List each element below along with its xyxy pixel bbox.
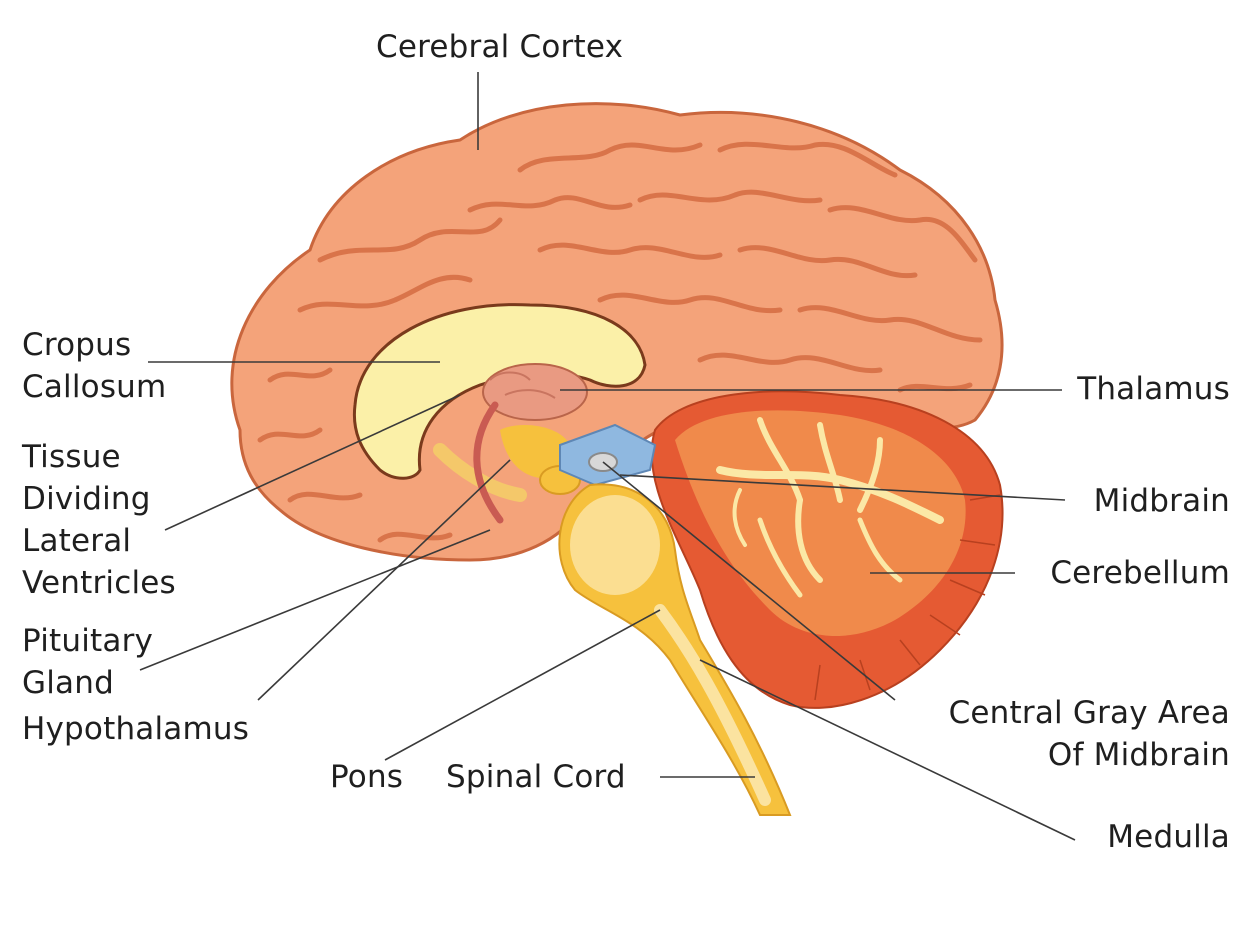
leader-pituitary: [139, 529, 491, 671]
label-pons: Pons: [330, 756, 403, 798]
brainstem-shape: [558, 483, 792, 816]
label-cerebral-cortex-text: Cerebral Cortex: [376, 29, 624, 65]
label-hypothalamus-text: Hypothalamus: [22, 711, 250, 747]
label-corpus-callosum: Cropus Callosum: [22, 324, 166, 408]
midbrain-shape: [559, 423, 657, 487]
label-line: Of Midbrain: [1047, 737, 1230, 773]
label-line: Lateral: [22, 523, 132, 559]
label-central-gray-area: Central Gray Area Of Midbrain: [949, 692, 1230, 776]
label-line: Pituitary: [22, 623, 154, 659]
label-line: Dividing: [22, 481, 151, 517]
label-midbrain-text: Midbrain: [1093, 483, 1230, 519]
label-line: Central Gray Area: [948, 695, 1230, 731]
leader-lines: [139, 72, 1076, 841]
label-medulla: Medulla: [1107, 816, 1230, 858]
label-tissue-dividing: Tissue Dividing Lateral Ventricles: [22, 436, 176, 604]
label-cerebellum-text: Cerebellum: [1050, 555, 1230, 591]
fornix-shape: [473, 401, 504, 524]
label-cerebellum: Cerebellum: [1050, 552, 1230, 594]
leader-pons: [384, 609, 661, 761]
label-line: Ventricles: [22, 565, 176, 601]
label-spinal-cord: Spinal Cord: [446, 756, 626, 798]
label-pituitary-gland: Pituitary Gland: [22, 620, 153, 704]
leader-central-gray: [602, 461, 896, 701]
thalamus-shape: [482, 363, 588, 421]
label-spinal-cord-text: Spinal Cord: [446, 759, 626, 795]
label-medulla-text: Medulla: [1107, 819, 1230, 855]
leader-hypothalamus: [257, 459, 511, 701]
label-line: Gland: [22, 665, 114, 701]
label-midbrain: Midbrain: [1094, 480, 1230, 522]
label-cerebral-cortex: Cerebral Cortex: [376, 26, 623, 68]
label-line: Callosum: [22, 369, 167, 405]
label-thalamus: Thalamus: [1077, 368, 1230, 410]
label-line: Cropus: [22, 327, 132, 363]
leader-medulla: [699, 659, 1076, 841]
label-pons-text: Pons: [330, 759, 404, 795]
label-thalamus-text: Thalamus: [1077, 371, 1230, 407]
leader-tissue-dividing: [164, 394, 461, 531]
leader-midbrain: [619, 474, 1066, 501]
label-line: Tissue: [22, 439, 121, 475]
label-hypothalamus: Hypothalamus: [22, 708, 249, 750]
